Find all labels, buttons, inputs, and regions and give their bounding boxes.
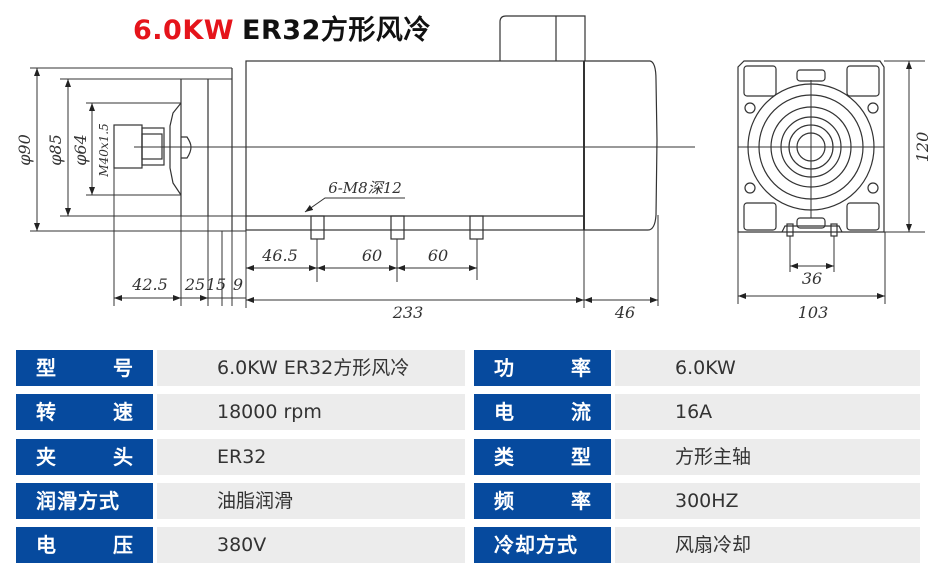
spec-label-text: 电 <box>494 400 514 424</box>
spec-value: 16A <box>615 394 920 430</box>
dim-9: 9 <box>233 275 243 294</box>
dim-46-5: 46.5 <box>261 246 298 265</box>
spec-value: 油脂润滑 <box>157 483 465 519</box>
spec-value: 方形主轴 <box>615 439 920 475</box>
title-power: 6.0KW <box>133 15 235 46</box>
dim-25: 25 <box>184 275 205 294</box>
dim-233: 233 <box>392 303 424 322</box>
dim-60-a: 60 <box>362 246 382 265</box>
spec-label-text: 率 <box>571 489 591 513</box>
fan-cover <box>584 60 658 231</box>
spec-value: ER32 <box>157 439 465 475</box>
title-model: ER32方形风冷 <box>242 15 431 46</box>
dim-dia-90: φ90 <box>15 134 34 166</box>
spec-label: 频率 <box>474 483 611 519</box>
spec-label: 类型 <box>474 439 611 475</box>
spec-label-text: 型 <box>571 445 591 469</box>
spec-label-text: 冷却方式 <box>494 533 578 557</box>
spec-label-text: 型 <box>36 356 56 380</box>
spec-value: 380V <box>157 527 465 563</box>
dim-60-b: 60 <box>428 246 448 265</box>
spec-label-text: 频 <box>494 489 514 513</box>
spec-label-text: 润滑方式 <box>36 489 120 513</box>
motor-body <box>245 60 585 231</box>
spec-label-text: 转 <box>36 400 56 424</box>
spec-label: 夹头 <box>16 439 153 475</box>
dim-dia-64: φ64 <box>71 134 90 166</box>
spec-label: 冷却方式 <box>474 527 611 563</box>
side-view-labels: φ90 φ85 φ64 M40x1.5 6-M8深12 42.5 25 15 9… <box>15 123 635 322</box>
spec-label-text: 类 <box>494 445 514 469</box>
spec-label: 型号 <box>16 350 153 386</box>
spec-label-text: 压 <box>113 533 133 557</box>
spec-value: 风扇冷却 <box>615 527 920 563</box>
dim-dia-85: φ85 <box>46 134 65 166</box>
spec-value: 18000 rpm <box>157 394 465 430</box>
dim-15: 15 <box>206 275 226 294</box>
spec-label-text: 功 <box>494 356 514 380</box>
spec-value: 6.0KW ER32方形风冷 <box>157 350 465 386</box>
spec-label: 转速 <box>16 394 153 430</box>
junction-box <box>499 15 586 61</box>
mount-note: 6-M8深12 <box>328 179 402 197</box>
technical-drawing: φ90 φ85 φ64 M40x1.5 6-M8深12 42.5 25 15 9… <box>15 15 932 322</box>
spec-label-text: 率 <box>571 356 591 380</box>
spec-label: 电流 <box>474 394 611 430</box>
spec-label: 功率 <box>474 350 611 386</box>
spec-label-text: 电 <box>36 533 56 557</box>
spec-label: 润滑方式 <box>16 483 153 519</box>
dim-46: 46 <box>614 303 635 322</box>
spec-value: 6.0KW <box>615 350 920 386</box>
spec-value: 300HZ <box>615 483 920 519</box>
dim-103: 103 <box>798 303 829 322</box>
dim-thread: M40x1.5 <box>97 123 111 177</box>
spec-label-text: 头 <box>113 445 133 469</box>
spec-label-text: 流 <box>571 400 591 424</box>
spec-label-text: 夹 <box>36 445 56 469</box>
dim-120: 120 <box>913 132 932 163</box>
spec-label: 电压 <box>16 527 153 563</box>
front-view <box>737 60 925 304</box>
spec-label-text: 号 <box>113 356 133 380</box>
dim-42-5: 42.5 <box>131 275 168 294</box>
spec-label-text: 速 <box>113 400 133 424</box>
dim-36: 36 <box>802 269 822 288</box>
side-view <box>30 15 695 308</box>
